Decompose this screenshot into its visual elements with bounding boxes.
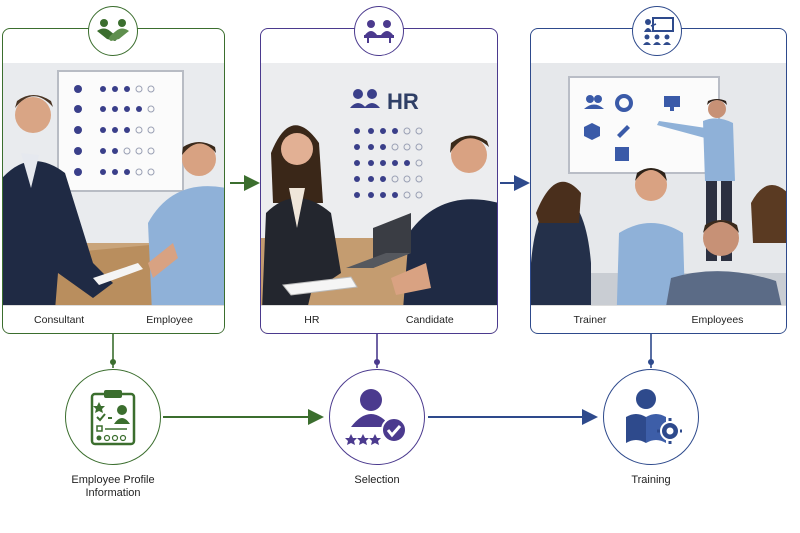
label-consultant: Consultant	[34, 313, 85, 326]
interview-scene: HR	[261, 63, 497, 333]
label-training: Training	[631, 474, 671, 486]
label-employees: Employees	[691, 313, 744, 326]
node-employee-profile	[65, 369, 161, 465]
employee-figure	[148, 142, 224, 333]
badge-consultation	[88, 6, 138, 56]
training-scene	[531, 63, 786, 333]
label-candidate: Candidate	[405, 313, 454, 326]
label-hr: HR	[304, 313, 320, 326]
clipboard-profile-icon	[90, 390, 136, 446]
hr-figure	[261, 125, 341, 333]
meeting-table-icon	[364, 20, 394, 43]
node-selection	[329, 369, 425, 465]
consultation-scene	[3, 63, 224, 333]
candidate-figure	[391, 135, 497, 333]
panel-training-session: Trainer Employees	[530, 28, 787, 334]
node-training	[603, 369, 699, 465]
consultant-figure	[3, 95, 113, 333]
label-selection: Selection	[354, 474, 400, 486]
person-check-icon	[345, 389, 407, 445]
panel-interview: HR	[260, 28, 498, 334]
board-people-icon	[350, 89, 380, 108]
badge-training-session	[632, 6, 682, 56]
label-trainer: Trainer	[573, 313, 607, 326]
label-employee-profile: Employee Profile Information	[71, 474, 155, 499]
person-book-gear-icon	[626, 389, 682, 444]
handshake-icon	[97, 19, 129, 41]
badge-interview	[354, 6, 404, 56]
board-heading: HR	[387, 89, 419, 114]
panel-consultation: Consultant Employee	[2, 28, 225, 334]
label-employee: Employee	[146, 313, 193, 326]
laptop	[346, 213, 411, 268]
presentation-icon	[643, 17, 674, 45]
